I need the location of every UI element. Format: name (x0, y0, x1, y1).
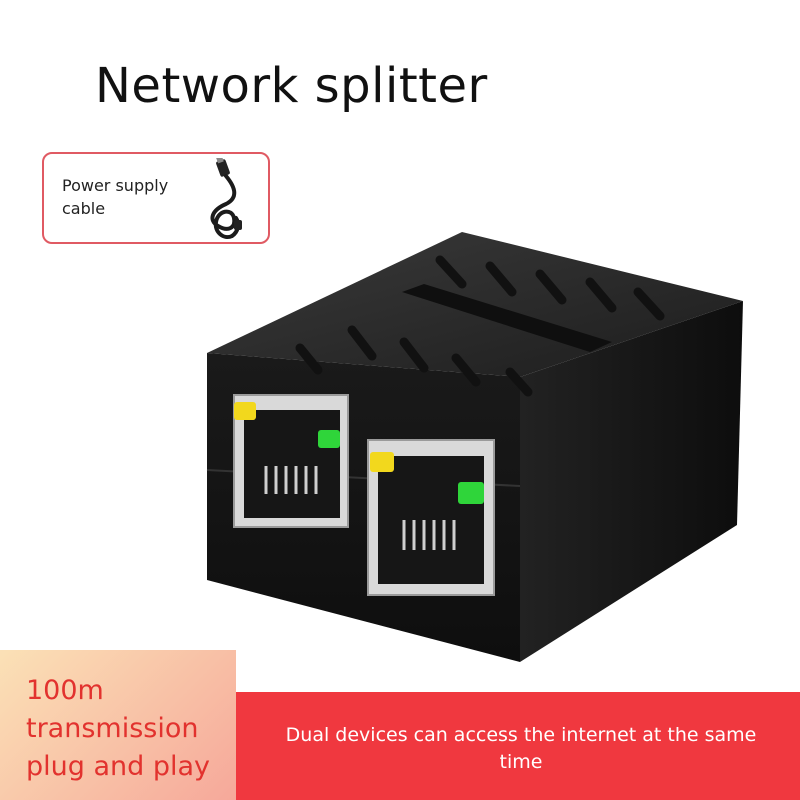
feature-text-left: 100m transmission plug and play (26, 675, 211, 782)
page-title: Network splitter (95, 58, 488, 114)
feature-banner-left: 100m transmission plug and play (0, 650, 236, 800)
callout-label: Power supply cable (62, 176, 169, 218)
usb-cable-icon (210, 158, 242, 239)
feature-text-right: Dual devices can access the internet at … (285, 724, 757, 773)
feature-banner-right: Dual devices can access the internet at … (236, 692, 800, 800)
